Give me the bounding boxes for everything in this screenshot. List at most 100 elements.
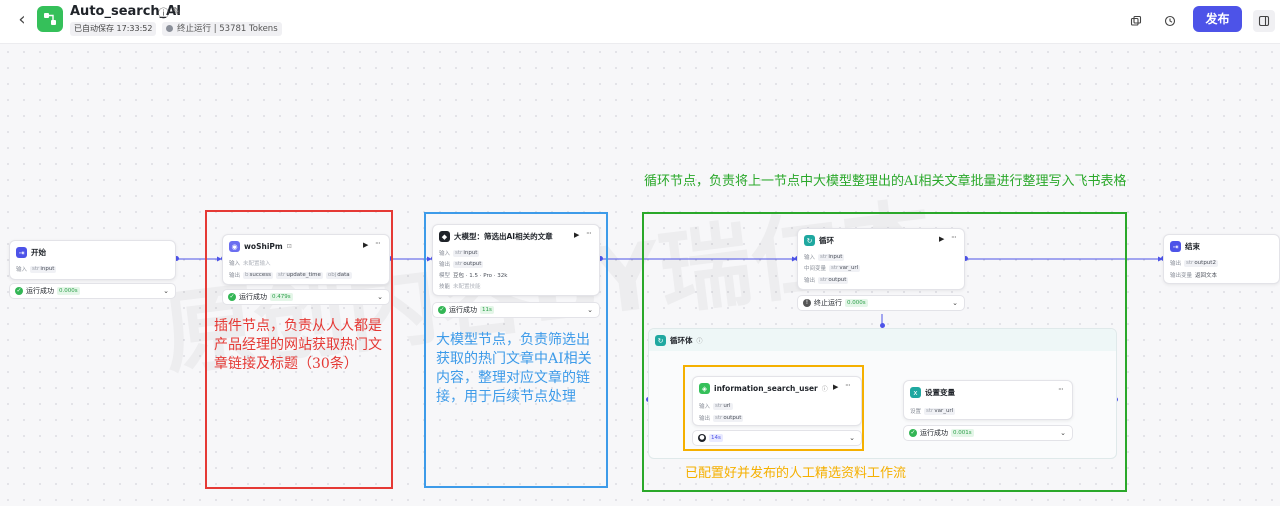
workflow-output-label: 输出 [699,416,711,422]
app-logo-icon [37,6,63,32]
llm-skill-label: 技能 [439,284,451,290]
history-icon[interactable] [1159,10,1181,32]
llm-output-port[interactable] [598,256,603,261]
chevron-down-icon[interactable]: ⌄ [587,306,593,314]
app-title: Auto_search_AI [70,4,182,19]
llm-skill-value: 未配置技能 [453,284,481,290]
copy-icon[interactable] [1125,10,1147,32]
end-icon: ⇥ [1170,241,1181,252]
info-icon[interactable]: ⓘ [158,7,169,20]
workflow-time: 14s [709,434,723,442]
edit-icon[interactable]: ✎ [172,5,182,18]
loop-annotation-text: 循环节点，负责将上一节点中大模型整理出的AI相关文章批量进行整理写入飞书表格 [644,174,1127,189]
workflow-annotation-text: 已配置好并发布的人工精选资料工作流 [685,466,907,481]
loop-icon: ↻ [804,235,815,246]
workflow-status-bar[interactable]: ●14s ⌄ [692,430,862,446]
set-variable-icon: x [910,387,921,398]
setvar-time: 0.001s [951,429,974,437]
chevron-down-icon[interactable]: ⌄ [377,293,383,301]
setvar-label: 设置 [910,409,922,415]
llm-icon: ◆ [439,231,450,242]
loop-input-label: 输入 [804,255,816,261]
more-options-icon[interactable]: ··· [845,381,851,390]
llm-input-label: 输入 [439,251,451,257]
end-answer-value: 返回文本 [1195,273,1218,279]
loop-output-port[interactable] [963,256,968,261]
setvar-status-text: 运行成功 [920,429,948,437]
llm-model-label: 模型 [439,273,451,279]
plugin-icon: ◉ [229,241,240,252]
loop-body-port[interactable] [880,323,885,328]
run-node-icon[interactable]: ▶ [833,383,839,391]
chevron-down-icon[interactable]: ⌄ [163,287,169,295]
plugin-annotation-text: 插件节点，负责从人人都是产品经理的网站获取热门文章链接及标题（30条） [214,318,382,372]
more-options-icon[interactable]: ··· [375,239,381,248]
loop-title: 循环 [819,236,834,245]
more-options-icon[interactable]: ··· [1058,385,1064,394]
loop-output-label: 输出 [804,278,816,284]
success-check-icon: ✓ [15,287,23,295]
workflow-canvas[interactable]: 原创内容BY瑞仁杰 ⇥开始 [0,44,1280,506]
workflow-annotation-box [683,365,864,451]
publish-button[interactable]: 发布 [1193,6,1242,32]
llm-output-label: 输出 [439,262,451,268]
success-check-icon: ✓ [438,306,446,314]
run-node-icon[interactable]: ▶ [363,241,369,249]
info-icon[interactable]: ⓘ [821,386,828,393]
start-status-text: 运行成功 [26,287,54,295]
plugin-annotation-box [205,210,393,489]
run-node-icon[interactable]: ▶ [574,231,580,239]
run-status-text: 终止运行 | 53781 Tokens [177,24,278,34]
success-check-icon: ✓ [909,429,917,437]
run-node-icon[interactable]: ▶ [939,235,945,243]
plugin-output-label: 输出 [229,273,241,279]
chevron-down-icon[interactable]: ⌄ [1060,429,1066,437]
panel-toggle-icon[interactable] [1253,10,1275,32]
end-output-label: 输出 [1170,261,1182,267]
llm-annotation-text: 大模型节点，负责筛选出获取的热门文章中AI相关内容，整理对应文章的链接，用于后续… [436,332,592,405]
llm-title: 大模型：筛选出AI相关的文章 [454,232,553,241]
loop-body-icon: ↻ [655,335,666,346]
chevron-down-icon[interactable]: ⌄ [952,299,958,307]
start-title: 开始 [31,248,46,257]
start-icon: ⇥ [16,247,27,258]
llm-time: 11s [480,306,494,314]
plugin-input-label: 输入 [229,261,241,267]
plugin-title: woShiPm [244,242,283,251]
run-status-badge: 终止运行 | 53781 Tokens [162,22,282,36]
plugin-status-text: 运行成功 [239,293,267,301]
workflow-icon: ◈ [699,383,710,394]
more-options-icon[interactable]: ··· [586,229,592,238]
loop-time: 0.000s [845,299,868,307]
info-icon[interactable]: ⓘ [696,338,703,345]
chevron-down-icon[interactable]: ⌄ [849,434,855,442]
more-options-icon[interactable]: ··· [951,233,957,242]
running-icon: ● [698,434,706,442]
plugin-input-value: 未配置输入 [243,261,271,267]
start-output-port[interactable] [174,256,179,261]
setvar-title: 设置变量 [925,388,955,397]
back-arrow-icon[interactable]: ‹ [18,9,26,30]
llm-annotation-box [424,212,608,488]
start-input-label: 输入 [16,267,28,273]
